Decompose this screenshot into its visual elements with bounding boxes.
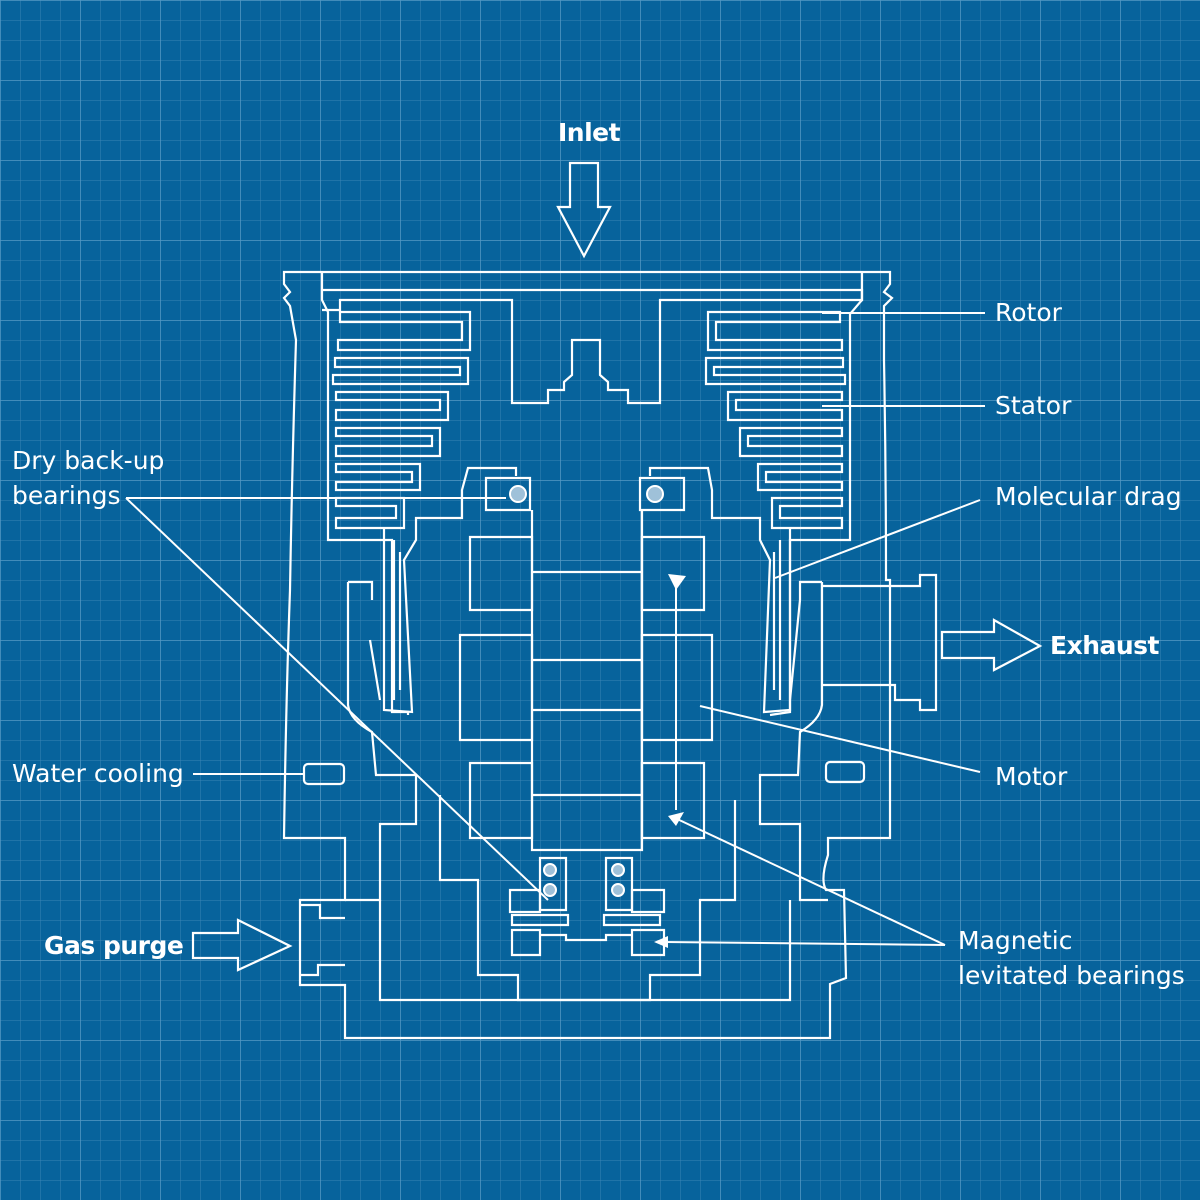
leader-arrowhead-top [668, 574, 686, 590]
leader-magnetic-2 [663, 941, 946, 946]
motor-stator-upper [468, 535, 706, 612]
leader-molecular-drag [774, 499, 981, 579]
lower-bearing-ball-1 [543, 863, 557, 877]
inlet-label: Inlet [558, 118, 621, 147]
base-plate [378, 900, 792, 1002]
dry-backup-label-line1: Dry back-up [12, 446, 165, 475]
rotor-blades-left [331, 310, 472, 530]
magnetic-label-line2: levitated bearings [958, 961, 1185, 990]
leader-dry-backup-2 [125, 497, 549, 901]
molecular-drag-left [345, 466, 518, 902]
gas-purge-arrow [191, 918, 293, 972]
motor-stator-lower [468, 761, 706, 840]
upper-bearing-ball-right [646, 485, 664, 503]
lower-bearing-ball-4 [611, 883, 625, 897]
rotor-blades-right [704, 310, 847, 530]
leader-arrowhead-magnetic [654, 936, 668, 948]
pump-housing [282, 270, 894, 1040]
upper-bearing-left [484, 476, 532, 512]
stator-label: Stator [995, 391, 1072, 420]
molecular-drag-label: Molecular drag [995, 482, 1182, 511]
motor-label: Motor [995, 762, 1068, 791]
gas-purge-label: Gas purge [44, 931, 184, 960]
upper-bearing-right [638, 476, 686, 512]
lower-bearing-ball-2 [543, 883, 557, 897]
magnetic-label-line1: Magnetic [958, 926, 1073, 955]
water-cooling-port-right [824, 760, 866, 784]
exhaust-label: Exhaust [1050, 631, 1160, 660]
leader-arrowhead-motor [668, 812, 684, 826]
water-cooling-label: Water cooling [12, 759, 184, 788]
dry-backup-label-line2: bearings [12, 481, 121, 510]
upper-bearing-ball-left [509, 485, 527, 503]
rotor-body [322, 288, 864, 405]
exhaust-port [822, 573, 938, 712]
inlet-arrow [556, 161, 612, 259]
lower-bearing-right [604, 856, 634, 912]
motor-core [458, 633, 714, 742]
leader-magnetic-1 [674, 817, 946, 946]
lower-bearing-ball-3 [611, 863, 625, 877]
rotor-label: Rotor [995, 298, 1062, 327]
gas-purge-port [300, 903, 345, 977]
leader-motor [699, 705, 981, 773]
exhaust-arrow [940, 618, 1043, 672]
molecular-drag-right [648, 466, 828, 902]
